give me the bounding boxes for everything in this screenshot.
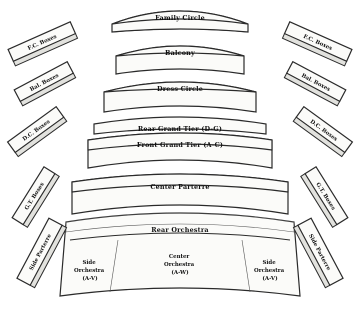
section-gt-boxes-left[interactable]: G.T. Boxes [11,166,60,228]
section-fc-boxes-left[interactable]: F.C. Boxes [7,20,79,67]
center-orchestra-line3: (A-W) [171,269,189,276]
section-side-orchestra-left[interactable]: Side Orchestra (A-V) [74,260,106,282]
section-center-orchestra[interactable]: Center Orchestra (A-W) [164,254,196,276]
side-orchestra-left-line3: (A-V) [82,275,98,282]
section-dc-boxes-right[interactable]: D.C. Boxes [292,105,354,158]
section-front-grand-tier[interactable]: Front Grand Tier (A-C) [87,132,273,169]
front-grand-tier-label: Front Grand Tier (A-C) [137,141,223,149]
center-parterre-label: Center Parterre [150,183,209,191]
section-dc-boxes-left[interactable]: D.C. Boxes [6,105,68,158]
svg-text:Side Orchestra (A-: Side Orchestra (A-V) [254,260,286,282]
side-orchestra-right-line3: (A-V) [262,275,278,282]
section-bal-boxes-right[interactable]: Bal. Boxes [283,60,347,107]
section-rear-grand-tier[interactable]: Rear Grand Tier (D-G) [93,116,267,135]
side-orchestra-left-line2: Orchestra [74,268,105,274]
section-center-parterre[interactable]: Center Parterre [71,173,289,215]
section-family-circle[interactable]: Family Circle [111,10,249,33]
svg-text:Center Orchestra (: Center Orchestra (A-W) [164,254,196,276]
rear-grand-tier-label: Rear Grand Tier (D-G) [138,125,222,133]
side-orchestra-right-line2: Orchestra [254,268,285,274]
section-gt-boxes-right[interactable]: G.T. Boxes [300,166,349,228]
section-side-parterre-right[interactable]: Side Parterre [292,217,344,289]
side-orchestra-right-line1: Side [262,260,276,266]
section-orchestra [59,212,301,297]
rear-orchestra-label: Rear Orchestra [151,226,209,234]
svg-text:Side Orchestra (A-: Side Orchestra (A-V) [74,260,106,282]
section-side-parterre-left[interactable]: Side Parterre [16,217,68,289]
side-orchestra-left-line1: Side [82,260,96,266]
center-orchestra-line1: Center [169,254,190,260]
section-dress-circle[interactable]: Dress Circle [103,81,257,113]
section-rear-orchestra[interactable]: Rear Orchestra [151,226,209,234]
center-orchestra-line2: Orchestra [164,262,195,268]
family-circle-label: Family Circle [155,14,205,22]
section-balcony[interactable]: Balcony [115,45,245,75]
section-bal-boxes-left[interactable]: Bal. Boxes [13,60,77,107]
section-fc-boxes-right[interactable]: F.C. Boxes [281,20,353,67]
dress-circle-label: Dress Circle [157,85,203,93]
section-side-orchestra-right[interactable]: Side Orchestra (A-V) [254,260,286,282]
balcony-label: Balcony [165,49,195,57]
